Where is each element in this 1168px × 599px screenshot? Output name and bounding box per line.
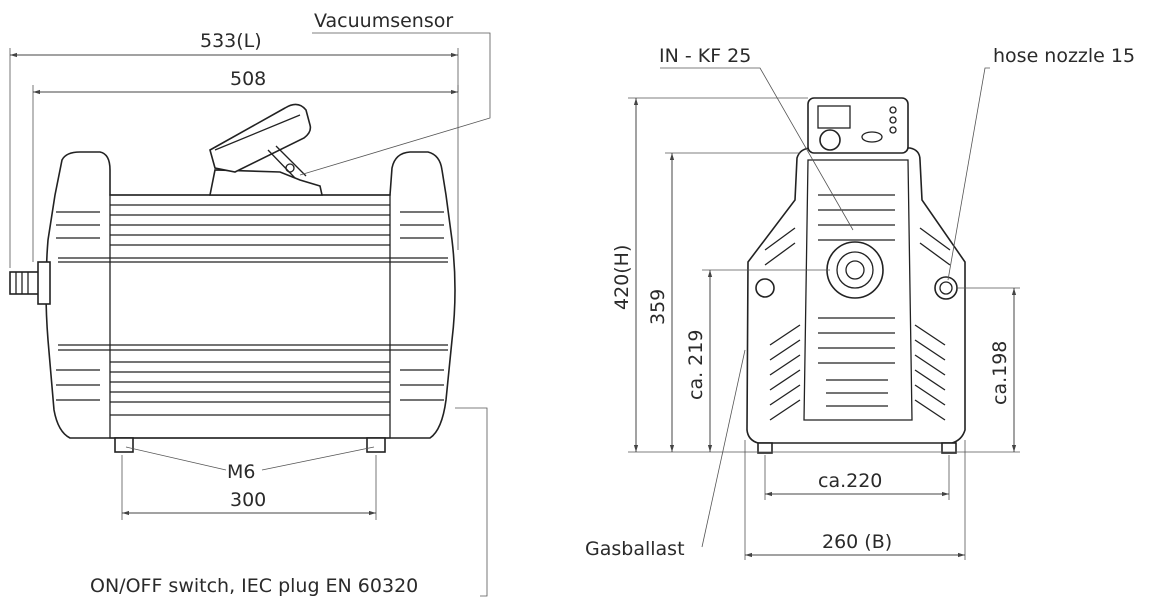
label-inlet: IN - KF 25 [659,45,751,67]
leader-hose [947,67,990,281]
leader-vacuumsensor [299,32,491,176]
foot-right [366,437,386,453]
label-gasballast: Gasballast [585,538,685,560]
hose-nozzle-front [934,276,958,300]
label-inner: 508 [230,68,266,90]
foot-left [114,437,134,453]
display-unit [807,97,909,154]
label-198: ca.198 [989,341,1011,405]
label-height: 420(H) [611,245,633,310]
label-switch: ON/OFF switch, IEC plug EN 60320 [90,575,418,597]
label-feet: 300 [230,489,266,511]
inlet-port [826,241,884,299]
end-cap-fins [56,211,444,401]
side-ribs-top [58,204,448,263]
label-length: 533(L) [200,30,262,52]
front-inner-frame [803,159,913,421]
front-view: IN - KF 25 hose nozzle 15 420(H) 359 ca.… [585,45,1135,560]
side-hose-nozzle [9,261,51,305]
pump-body-side [45,151,456,439]
side-dimensions [9,32,491,597]
front-foot-left [757,442,773,454]
gasballast-knob [755,278,775,298]
label-vacuumsensor: Vacuumsensor [314,10,453,32]
front-fins-right [914,227,951,421]
side-ribs-bottom [58,344,448,416]
label-hose: hose nozzle 15 [993,45,1135,67]
label-219: ca. 219 [685,330,707,400]
leader-gasballast [701,349,746,548]
label-220: ca.220 [818,470,882,492]
front-dimensions [628,67,1020,560]
front-slots [818,194,895,407]
side-view: 533(L) 508 Vacuumsensor M6 300 ON/OFF sw… [9,10,491,597]
front-fins-left [764,227,801,421]
front-foot-right [941,442,957,454]
leader-m6-right [261,446,375,471]
label-359: 359 [647,289,669,325]
leader-switch [455,407,488,597]
label-width: 260 (B) [822,531,892,553]
leader-m6-left [125,446,227,471]
leader-inlet [660,67,854,231]
label-m6: M6 [227,461,255,483]
vacuum-sensor [209,103,323,196]
